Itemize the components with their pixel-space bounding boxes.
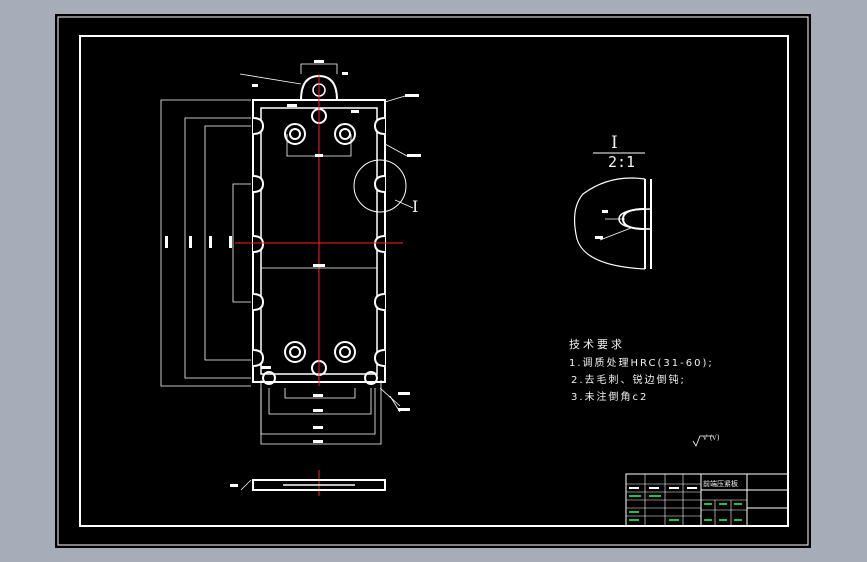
right-notches bbox=[373, 117, 386, 367]
dimension-lines bbox=[160, 63, 408, 445]
detail-view-label: I bbox=[611, 133, 618, 153]
plate-section-view bbox=[240, 479, 386, 491]
port-holes bbox=[262, 108, 378, 385]
roughness-note: √ (√) bbox=[703, 434, 720, 442]
drawing-sheet: 技术要求 1.调质处理HRC(31-60); 2.去毛刺、锐边倒钝; 3.未注倒… bbox=[55, 14, 811, 548]
detail-view bbox=[573, 177, 652, 270]
title-block bbox=[625, 473, 789, 527]
plate-inner-outline bbox=[260, 107, 378, 375]
inner-frame bbox=[79, 35, 789, 527]
cad-drawing bbox=[57, 16, 809, 546]
detail-callout-label: I bbox=[412, 197, 419, 216]
detail-dimension-labels bbox=[595, 210, 608, 239]
detail-view-scale: 2:1 bbox=[608, 153, 636, 171]
title-block-green-text bbox=[629, 495, 742, 521]
technical-requirement-2: 2.去毛刺、锐边倒钝; bbox=[571, 375, 686, 386]
centerlines bbox=[235, 74, 403, 496]
dimension-labels bbox=[165, 60, 421, 443]
detail-callout-circle bbox=[353, 159, 407, 213]
roughness-symbol bbox=[692, 435, 714, 447]
plate-outline bbox=[252, 99, 386, 383]
technical-requirement-1: 1.调质处理HRC(31-60); bbox=[569, 358, 714, 369]
left-notches bbox=[252, 117, 265, 367]
technical-requirements-title: 技术要求 bbox=[569, 338, 625, 351]
title-block-part-name: 前端压紧板 bbox=[703, 480, 738, 488]
outer-border bbox=[57, 16, 809, 546]
technical-requirement-3: 3.未注倒角c2 bbox=[571, 392, 649, 403]
